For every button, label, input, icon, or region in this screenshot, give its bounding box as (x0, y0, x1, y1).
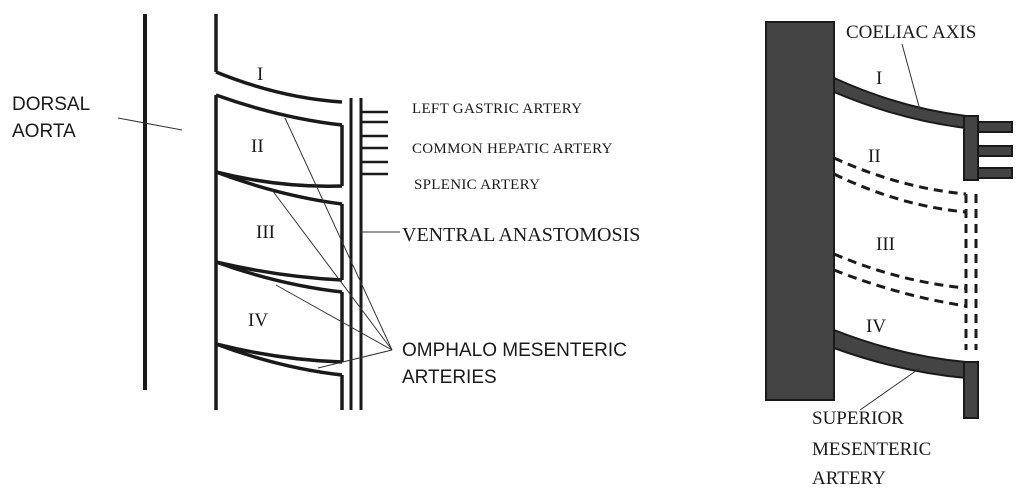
sma-trunk (964, 362, 978, 418)
segment-v (216, 344, 342, 410)
label-seg3: III (256, 222, 275, 243)
right-diagram (766, 22, 1012, 418)
label-left-gastric: LEFT GASTRIC ARTERY (412, 101, 582, 117)
label-coeliac-axis: COELIAC AXIS (846, 22, 976, 43)
label-common-hepatic: COMMON HEPATIC ARTERY (412, 141, 613, 157)
label-aorta: AORTA (12, 121, 76, 142)
label-right-seg3: III (876, 234, 895, 255)
label-right-seg4: IV (866, 316, 886, 337)
label-right-seg2: II (868, 146, 881, 167)
sma-band (834, 330, 966, 378)
coeliac-right-branches (978, 122, 1012, 178)
label-dorsal: DORSAL (12, 94, 90, 115)
ventral-anastomosis-lines (351, 98, 361, 410)
segment-ii (216, 95, 342, 186)
left-labels: DORSAL AORTA I II III IV LEFT GASTRIC AR… (12, 64, 640, 388)
segment-i-arc (216, 72, 342, 102)
label-omphalo-2: ARTERIES (402, 367, 497, 388)
label-sma-1: SUPERIOR (812, 408, 904, 429)
label-seg1: I (257, 64, 263, 85)
label-seg2: II (251, 136, 264, 157)
label-ventral-anastomosis: VENTRAL ANASTOMOSIS (402, 224, 640, 246)
segment-iii (216, 172, 342, 280)
label-sma-2: MESENTERIC (812, 439, 931, 460)
coeliac-band (834, 78, 966, 128)
right-aorta-column (766, 22, 834, 400)
coeliac-trunk (964, 116, 978, 180)
label-omphalo-1: OMPHALO MESENTERIC (402, 340, 627, 361)
label-splenic: SPLENIC ARTERY (414, 177, 540, 193)
coeliac-branches (361, 112, 388, 174)
segment-iv (216, 262, 342, 362)
label-right-seg1: I (876, 68, 882, 89)
label-sma-3: ARTERY (812, 468, 886, 488)
obliterated-segments (834, 158, 976, 350)
label-seg4: IV (248, 310, 268, 331)
